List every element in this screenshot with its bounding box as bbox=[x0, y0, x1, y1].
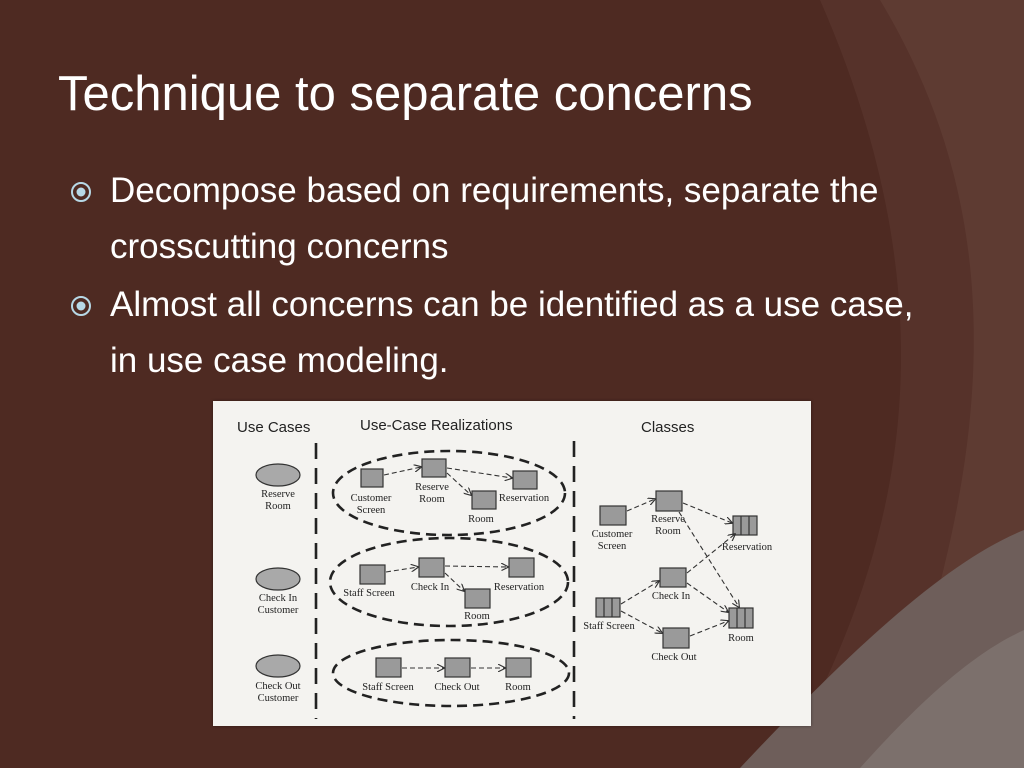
node-customer-screen bbox=[360, 468, 384, 488]
use-case-ellipse bbox=[255, 567, 301, 591]
node-reservation bbox=[508, 557, 535, 578]
circle-dot-bullet-icon bbox=[71, 296, 91, 316]
use-case-diagram: Use Cases Use-Case Realizations Classes … bbox=[213, 401, 811, 726]
node-reserve-room bbox=[421, 458, 447, 478]
node-label: Reserve bbox=[415, 482, 449, 493]
node-label: Screen bbox=[357, 505, 386, 516]
node-label: Reservation bbox=[499, 493, 550, 504]
node-check-out bbox=[444, 657, 471, 678]
header-realizations: Use-Case Realizations bbox=[360, 417, 513, 434]
use-case-label: Check Out bbox=[255, 681, 300, 692]
use-case-label: Reserve bbox=[261, 489, 295, 500]
class-label: Room bbox=[728, 633, 754, 644]
use-case-check-out-customer: Check Out Customer bbox=[255, 654, 301, 704]
dependency-arrow bbox=[446, 472, 471, 495]
node-label: Customer bbox=[351, 493, 392, 504]
class-check-out bbox=[662, 627, 690, 649]
node-label: Staff Screen bbox=[343, 588, 395, 599]
realization-reserve-room: Customer Screen Reserve Room Room Reserv… bbox=[331, 449, 567, 537]
use-case-label: Customer bbox=[258, 693, 299, 704]
use-case-label: Customer bbox=[258, 605, 299, 616]
node-room bbox=[471, 490, 497, 510]
use-case-check-in-customer: Check In Customer bbox=[255, 567, 301, 616]
node-label: Room bbox=[505, 682, 531, 693]
bullet-item: Decompose based on requirements, separat… bbox=[70, 163, 920, 275]
class-room bbox=[728, 607, 754, 629]
class-label: Room bbox=[655, 526, 681, 537]
dependency-arrow bbox=[689, 621, 728, 637]
realization-check-in: Staff Screen Check In Reservation Room bbox=[328, 536, 570, 628]
class-label: Check Out bbox=[651, 652, 696, 663]
class-check-in bbox=[659, 567, 687, 588]
header-use-cases: Use Cases bbox=[237, 419, 310, 436]
node-reservation bbox=[512, 470, 538, 490]
dependency-arrow bbox=[678, 511, 739, 607]
dependency-arrow bbox=[385, 567, 418, 573]
realization-check-out: Staff Screen Check Out Room bbox=[331, 638, 571, 708]
dependency-arrow bbox=[686, 534, 735, 574]
class-label: Check In bbox=[652, 591, 691, 602]
class-box bbox=[732, 515, 758, 536]
dependency-arrow bbox=[446, 467, 512, 478]
dependency-arrow bbox=[626, 499, 655, 512]
dependency-arrow bbox=[444, 572, 464, 591]
dependency-arrow bbox=[383, 467, 421, 476]
circle-dot-bullet-icon bbox=[71, 182, 91, 202]
class-reserve-room bbox=[655, 490, 683, 512]
class-box bbox=[728, 607, 754, 629]
diagram-canvas: Use Cases Use-Case Realizations Classes … bbox=[237, 417, 773, 719]
node-staff-screen bbox=[359, 564, 386, 585]
use-case-ellipse bbox=[255, 654, 301, 678]
slide-title: Technique to separate concerns bbox=[58, 67, 753, 121]
class-staff-screen bbox=[595, 597, 621, 618]
bullet-list: Decompose based on requirements, separat… bbox=[70, 163, 920, 391]
node-check-in bbox=[418, 557, 445, 578]
node-label: Room bbox=[468, 514, 494, 525]
class-label: Screen bbox=[598, 541, 627, 552]
class-label: Reservation bbox=[722, 542, 773, 553]
use-case-label: Room bbox=[265, 501, 291, 512]
use-case-reserve-room: Reserve Room bbox=[255, 463, 301, 512]
class-customer-screen bbox=[599, 505, 627, 526]
class-reservation bbox=[732, 515, 758, 536]
use-case-ellipse bbox=[255, 463, 301, 487]
realization-boundary bbox=[331, 638, 571, 708]
class-box bbox=[595, 597, 621, 618]
dependency-arrow bbox=[444, 566, 508, 567]
node-label: Staff Screen bbox=[362, 682, 414, 693]
dependency-arrow bbox=[682, 502, 732, 523]
class-model: Customer Screen Reserve Room Reservation… bbox=[583, 490, 773, 663]
node-room bbox=[464, 588, 491, 609]
node-label: Reservation bbox=[494, 582, 545, 593]
node-room bbox=[505, 657, 532, 678]
class-label: Customer bbox=[592, 529, 633, 540]
node-label: Check In bbox=[411, 582, 450, 593]
node-label: Check Out bbox=[434, 682, 479, 693]
dependency-arrow bbox=[686, 582, 728, 612]
node-staff-screen bbox=[375, 657, 402, 678]
header-classes: Classes bbox=[641, 419, 694, 436]
class-label: Staff Screen bbox=[583, 621, 635, 632]
bullet-text: Decompose based on requirements, separat… bbox=[110, 171, 879, 266]
node-label: Room bbox=[419, 494, 445, 505]
use-case-label: Check In bbox=[259, 593, 298, 604]
realization-boundary bbox=[328, 536, 570, 628]
bullet-text: Almost all concerns can be identified as… bbox=[110, 285, 914, 380]
class-label: Reserve bbox=[651, 514, 685, 525]
bullet-item: Almost all concerns can be identified as… bbox=[70, 277, 920, 389]
node-label: Room bbox=[464, 611, 490, 622]
realization-boundary bbox=[331, 449, 567, 537]
